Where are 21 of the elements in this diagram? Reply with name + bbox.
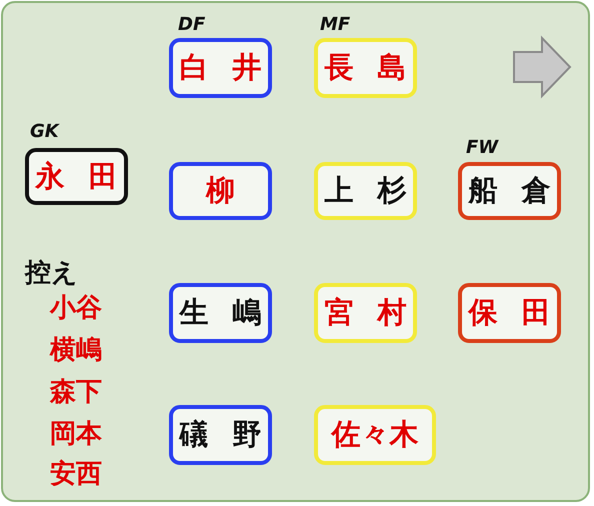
player-box: 宮 村 xyxy=(314,283,417,343)
player-box: 佐々木 xyxy=(314,405,436,465)
player-box: 船 倉 xyxy=(458,162,561,220)
player-box: 永 田 xyxy=(25,148,128,205)
substitute-name: 小谷 xyxy=(50,292,102,325)
player-box: 生 嶋 xyxy=(169,283,272,343)
position-label: MF xyxy=(320,14,350,35)
position-label: GK xyxy=(30,121,59,142)
player-box: 保 田 xyxy=(458,283,561,343)
player-box: 長 島 xyxy=(314,38,417,98)
position-label: FW xyxy=(466,137,498,158)
substitute-name: 横嶋 xyxy=(50,334,102,367)
position-label: DF xyxy=(178,14,206,35)
player-box: 上 杉 xyxy=(314,162,417,220)
substitute-name: 岡本 xyxy=(50,418,102,451)
heading: 控え xyxy=(25,257,78,290)
player-box: 柳 xyxy=(169,162,272,220)
player-box: 礒 野 xyxy=(169,405,272,465)
substitute-name: 安西 xyxy=(50,458,102,491)
player-box: 白 井 xyxy=(169,38,272,98)
substitute-name: 森下 xyxy=(50,376,102,409)
